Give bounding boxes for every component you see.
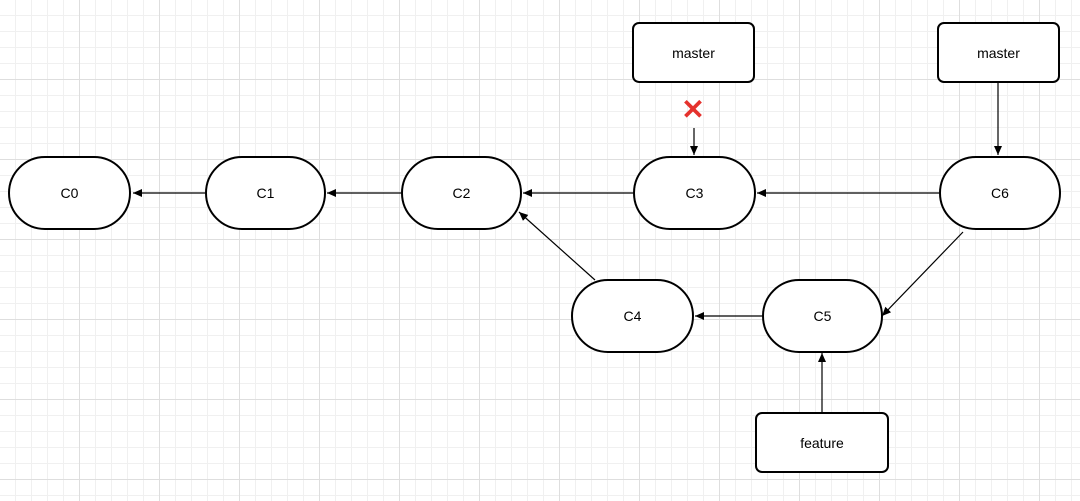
commit-node-c2[interactable]: C2	[401, 156, 522, 230]
branch-label: master	[977, 44, 1020, 61]
commit-label: C3	[685, 185, 704, 201]
commit-node-c1[interactable]: C1	[205, 156, 326, 230]
commit-node-c3[interactable]: C3	[633, 156, 756, 230]
commit-label: C0	[60, 185, 79, 201]
edge-c6-to-c5	[881, 231, 964, 317]
edge-c4-to-c2	[518, 211, 596, 281]
branch-label: master	[672, 44, 715, 61]
commit-node-c5[interactable]: C5	[762, 279, 883, 353]
commit-node-c4[interactable]: C4	[571, 279, 694, 353]
branch-master-old[interactable]: master	[632, 22, 755, 83]
commit-node-c0[interactable]: C0	[8, 156, 131, 230]
commit-label: C2	[452, 185, 471, 201]
commit-node-c6[interactable]: C6	[939, 156, 1061, 230]
commit-label: C1	[256, 185, 275, 201]
commit-label: C6	[991, 185, 1009, 201]
branch-master-new[interactable]: master	[937, 22, 1060, 83]
commit-label: C4	[623, 308, 642, 324]
removed-pointer-x-icon: ✕	[681, 94, 705, 125]
branch-feature[interactable]: feature	[755, 412, 889, 473]
branch-label: feature	[800, 434, 844, 451]
commit-label: C5	[813, 308, 832, 324]
